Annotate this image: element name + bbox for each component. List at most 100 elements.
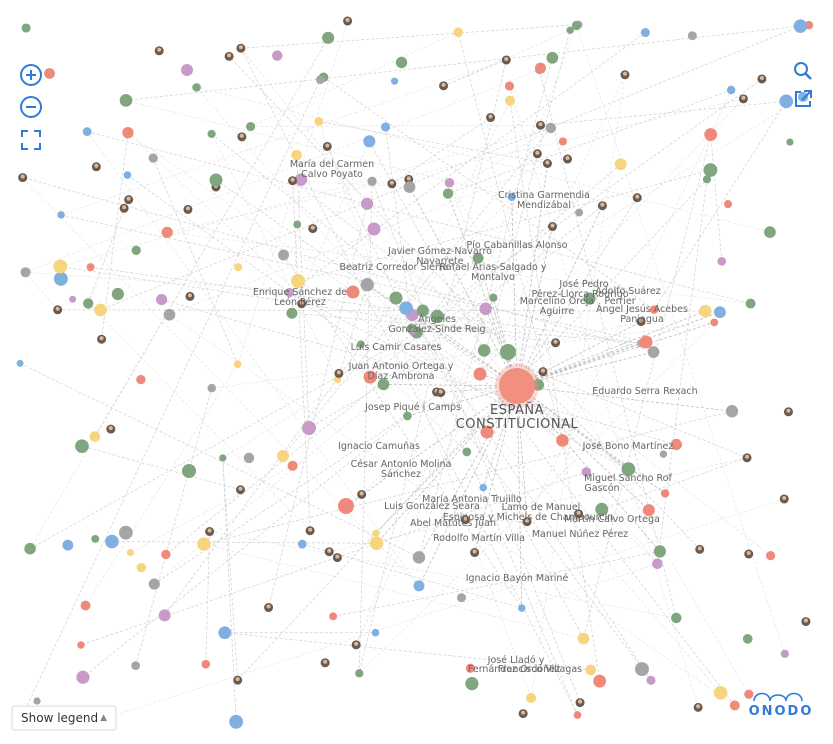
node[interactable]	[356, 340, 365, 349]
person-avatar-node[interactable]	[436, 388, 446, 398]
node[interactable]	[346, 285, 360, 299]
node[interactable]	[75, 439, 89, 453]
node[interactable]	[713, 306, 726, 319]
node[interactable]	[507, 192, 516, 202]
node[interactable]	[442, 188, 454, 199]
person-avatar-node[interactable]	[486, 113, 496, 123]
node[interactable]	[218, 626, 232, 640]
node[interactable]	[403, 411, 412, 421]
person-avatar-node[interactable]	[308, 224, 318, 234]
node[interactable]	[726, 85, 736, 95]
person-avatar-node[interactable]	[744, 549, 754, 559]
node[interactable]	[161, 226, 173, 238]
node[interactable]	[465, 663, 475, 673]
node[interactable]	[647, 346, 660, 358]
node[interactable]	[480, 425, 494, 439]
person-avatar-node[interactable]	[205, 527, 215, 537]
node[interactable]	[277, 450, 289, 462]
node[interactable]	[766, 551, 776, 561]
search-button[interactable]	[790, 58, 816, 84]
node[interactable]	[558, 137, 567, 146]
node[interactable]	[360, 197, 374, 210]
node[interactable]	[207, 129, 216, 139]
person-avatar-node[interactable]	[387, 179, 397, 189]
zoom-out-button[interactable]	[18, 94, 44, 120]
person-avatar-node[interactable]	[801, 617, 811, 627]
person-avatar-node[interactable]	[288, 176, 298, 186]
person-avatar-node[interactable]	[542, 159, 552, 169]
person-avatar-node[interactable]	[124, 195, 134, 205]
node[interactable]	[456, 593, 467, 603]
person-avatar-node[interactable]	[460, 515, 470, 525]
node[interactable]	[83, 298, 94, 309]
node[interactable]	[182, 464, 196, 478]
person-avatar-node[interactable]	[532, 149, 542, 159]
node[interactable]	[473, 367, 487, 381]
node[interactable]	[764, 226, 776, 238]
node[interactable]	[219, 454, 227, 462]
person-avatar-node[interactable]	[535, 120, 545, 130]
person-avatar-node[interactable]	[224, 51, 234, 61]
node[interactable]	[556, 434, 569, 447]
node[interactable]	[472, 252, 484, 264]
person-avatar-node[interactable]	[53, 305, 63, 315]
node[interactable]	[360, 278, 374, 292]
node[interactable]	[793, 19, 808, 33]
person-avatar-node[interactable]	[597, 201, 607, 211]
person-avatar-node[interactable]	[106, 424, 116, 434]
person-avatar-node[interactable]	[693, 702, 703, 712]
node[interactable]	[322, 31, 335, 44]
node[interactable]	[779, 94, 794, 109]
node[interactable]	[329, 612, 338, 621]
node[interactable]	[163, 308, 176, 321]
node[interactable]	[291, 149, 302, 161]
node[interactable]	[526, 692, 537, 703]
node[interactable]	[745, 298, 756, 309]
person-avatar-node[interactable]	[551, 338, 561, 348]
node[interactable]	[670, 438, 682, 451]
node[interactable]	[687, 31, 697, 41]
zoom-in-button[interactable]	[18, 62, 44, 88]
node[interactable]	[338, 498, 354, 514]
node[interactable]	[20, 267, 31, 278]
onodo-logo[interactable]: ONODO	[744, 687, 818, 721]
node[interactable]	[131, 245, 141, 255]
node[interactable]	[287, 460, 298, 471]
node[interactable]	[671, 612, 682, 624]
person-avatar-node[interactable]	[297, 299, 307, 309]
person-avatar-node[interactable]	[636, 317, 646, 327]
node[interactable]	[703, 163, 718, 177]
person-avatar-node[interactable]	[738, 94, 748, 104]
node[interactable]	[136, 562, 147, 573]
person-avatar-node[interactable]	[538, 367, 548, 377]
node[interactable]	[621, 462, 636, 477]
node[interactable]	[653, 545, 666, 558]
open-external-button[interactable]	[790, 86, 816, 112]
node[interactable]	[24, 542, 36, 555]
node[interactable]	[489, 293, 498, 302]
node[interactable]	[158, 609, 171, 622]
person-avatar-node[interactable]	[324, 547, 334, 557]
node[interactable]	[363, 370, 377, 384]
node[interactable]	[710, 318, 719, 327]
node[interactable]	[111, 287, 124, 301]
node[interactable]	[136, 374, 146, 385]
node[interactable]	[233, 360, 242, 369]
center-node[interactable]	[499, 368, 535, 404]
node[interactable]	[80, 600, 91, 611]
person-avatar-node[interactable]	[343, 16, 353, 26]
person-avatar-node[interactable]	[518, 709, 528, 719]
node[interactable]	[723, 200, 733, 209]
node[interactable]	[389, 291, 403, 305]
person-avatar-node[interactable]	[501, 55, 511, 65]
node[interactable]	[453, 27, 463, 37]
node[interactable]	[229, 714, 244, 729]
person-avatar-node[interactable]	[632, 193, 642, 203]
node[interactable]	[729, 700, 740, 711]
node[interactable]	[390, 77, 399, 85]
node[interactable]	[477, 344, 491, 357]
node[interactable]	[380, 122, 391, 132]
node[interactable]	[532, 379, 545, 391]
fit-screen-button[interactable]	[18, 127, 44, 153]
